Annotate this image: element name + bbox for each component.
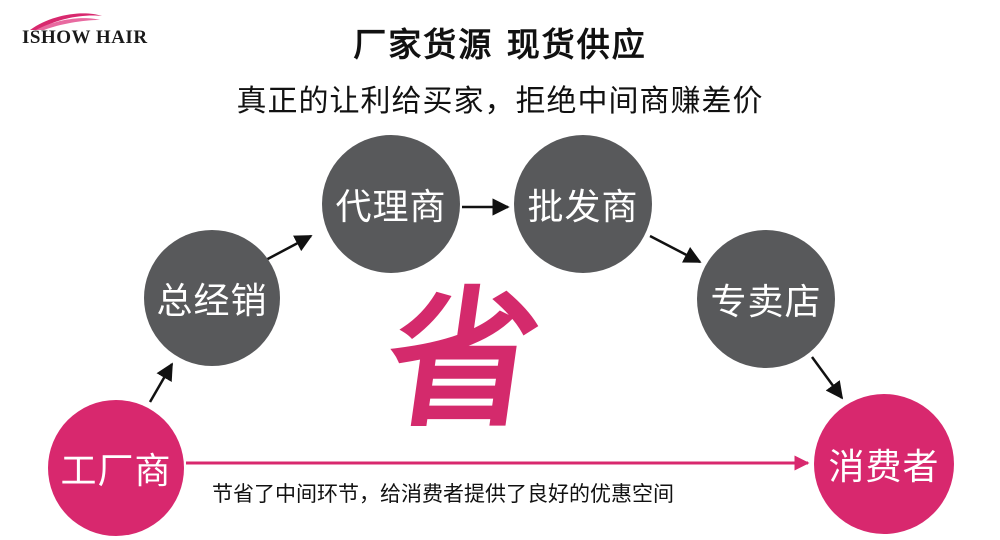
bottom-caption: 节省了中间环节，给消费者提供了良好的优惠空间 <box>212 482 674 506</box>
node-consumer-label: 消费者 <box>828 447 940 488</box>
node-retail-store: 专卖店 <box>697 230 835 368</box>
logo-text: ISHOW HAIR <box>22 27 148 48</box>
arrow-factory-to-general <box>148 362 174 403</box>
page-subtitle: 真正的让利给买家，拒绝中间商赚差价 <box>236 84 764 119</box>
arrow-wholesaler-to-retail <box>649 234 702 264</box>
node-wholesaler-label: 批发商 <box>527 187 639 228</box>
node-general-distributor-label: 总经销 <box>156 281 268 322</box>
node-agent-label: 代理商 <box>335 187 447 228</box>
node-factory: 工厂商 <box>48 400 184 536</box>
node-consumer: 消费者 <box>814 394 954 534</box>
save-character: 省 <box>375 271 551 448</box>
brand-logo: ISHOW HAIR <box>22 10 152 50</box>
node-agent: 代理商 <box>322 135 460 273</box>
node-general-distributor: 总经销 <box>144 230 280 366</box>
arrow-general-to-agent <box>261 234 313 264</box>
page-title: 厂家货源 现货供应 <box>353 25 647 64</box>
hair-swoosh-icon <box>30 13 102 30</box>
arrow-retail-to-consumer <box>810 356 844 400</box>
node-wholesaler: 批发商 <box>514 135 652 273</box>
node-retail-store-label: 专卖店 <box>710 282 822 323</box>
node-factory-label: 工厂商 <box>60 451 172 492</box>
